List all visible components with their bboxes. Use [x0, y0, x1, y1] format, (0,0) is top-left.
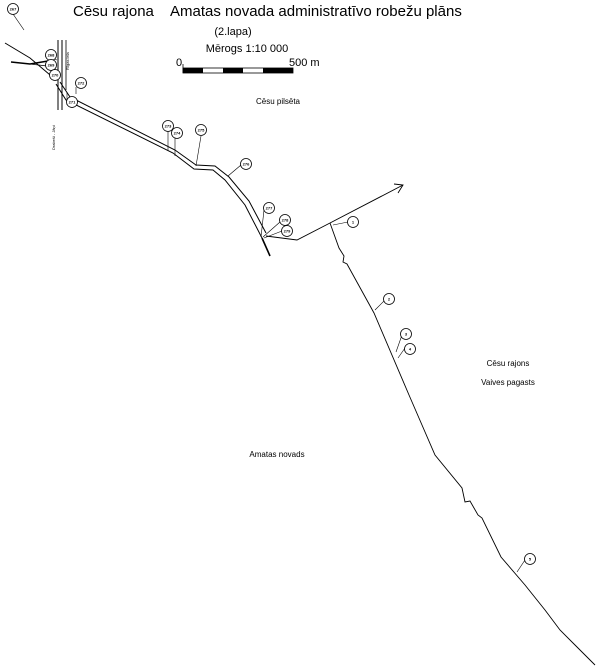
marker-271: 271	[66, 96, 78, 108]
marker-1: 1	[347, 216, 359, 228]
main-boundary-line	[329, 222, 596, 666]
area-vaives-parish: Vaives pagasts	[481, 378, 535, 387]
marker-279: 279	[281, 225, 293, 237]
marker-3: 3	[400, 328, 412, 340]
scale-end-label: 500 m	[289, 57, 320, 69]
marker-278: 278	[279, 214, 291, 226]
svg-text:5: 5	[529, 557, 532, 562]
marker-2: 2	[383, 293, 395, 305]
marker-273: 273	[162, 120, 174, 132]
svg-text:277: 277	[266, 206, 273, 211]
direction-arrow	[265, 183, 404, 241]
district-title: Cēsu rajona	[73, 3, 155, 20]
marker-269: 269	[45, 59, 57, 71]
svg-text:279: 279	[284, 229, 291, 234]
marker-5: 5	[524, 553, 536, 565]
marker-275: 275	[195, 124, 207, 136]
north-boundary	[4, 42, 57, 81]
svg-text:1: 1	[352, 220, 355, 225]
svg-text:2: 2	[388, 297, 391, 302]
plan-title: Amatas novada administratīvo robežu plān…	[170, 3, 462, 20]
marker-270: 270	[49, 69, 61, 81]
area-cesis-city: Cēsu pilsēta	[256, 97, 301, 106]
road-label-rigas-iela: Rīgas iela	[65, 51, 70, 70]
scale-label: Mērogs 1:10 000	[206, 43, 289, 55]
svg-text:4: 4	[409, 347, 412, 352]
page-label: (2.lapa)	[214, 26, 251, 38]
road-label-drabesi-jani: Drabeši - Jāņi	[51, 125, 56, 150]
marker-268: 268	[45, 49, 57, 61]
svg-text:274: 274	[174, 131, 181, 136]
svg-text:270: 270	[52, 73, 59, 78]
marker-274: 274	[171, 127, 183, 139]
svg-text:271: 271	[69, 100, 76, 105]
scale-bar	[182, 64, 294, 74]
svg-text:267: 267	[10, 7, 17, 12]
marker-276: 276	[240, 158, 252, 170]
area-cesu-district: Cēsu rajons	[487, 359, 530, 368]
marker-4: 4	[404, 343, 416, 355]
svg-text:273: 273	[165, 124, 172, 129]
svg-text:268: 268	[48, 53, 55, 58]
svg-text:278: 278	[282, 218, 289, 223]
road-corridor	[55, 81, 271, 257]
marker-272: 272	[75, 77, 87, 89]
marker-267: 267	[7, 3, 19, 15]
scale-start-label: 0	[176, 57, 182, 69]
svg-text:272: 272	[78, 81, 85, 86]
svg-text:275: 275	[198, 128, 205, 133]
svg-text:269: 269	[48, 63, 55, 68]
svg-text:276: 276	[243, 162, 250, 167]
area-amatas-municipality: Amatas novads	[249, 450, 304, 459]
svg-text:3: 3	[405, 332, 408, 337]
marker-277: 277	[263, 202, 275, 214]
